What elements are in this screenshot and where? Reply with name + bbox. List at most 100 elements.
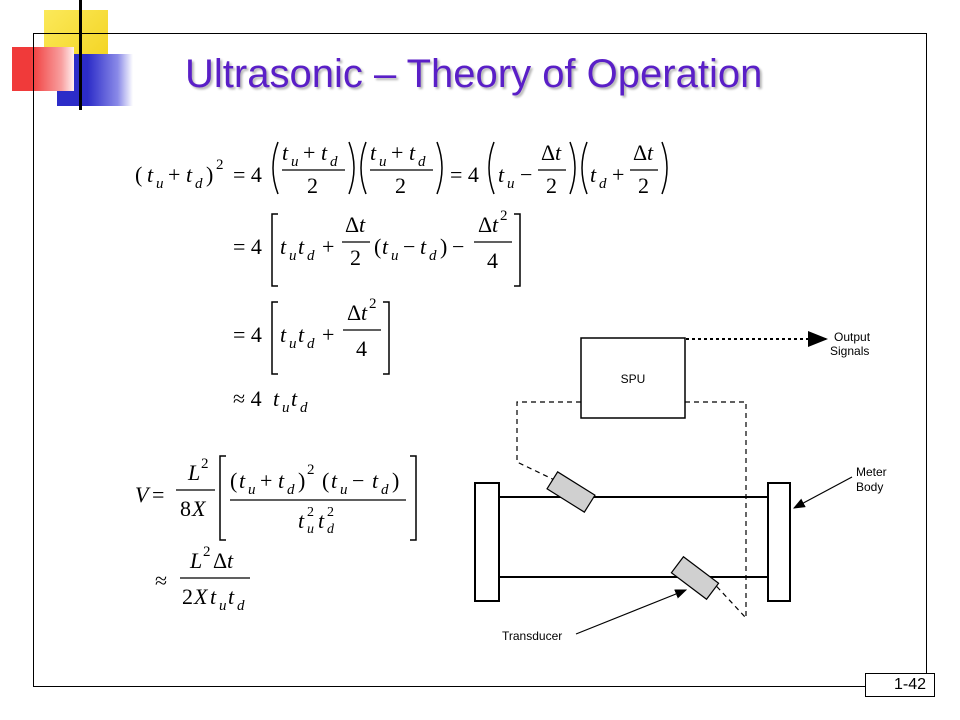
svg-text:2: 2 [201,456,209,472]
svg-text:2: 2 [307,462,315,478]
svg-text:V: V [135,482,151,507]
svg-text:): ) [206,162,213,187]
svg-text:u: u [156,176,164,192]
svg-text:t: t [420,234,427,259]
svg-text:= 4: = 4 [450,162,479,187]
svg-text:d: d [195,176,203,192]
svg-text:2: 2 [327,505,334,520]
svg-text:+: + [322,234,334,259]
svg-text:2: 2 [216,157,224,173]
svg-text:X: X [193,584,209,609]
svg-text:2: 2 [307,505,314,520]
output-label-1: Output [834,330,871,344]
svg-text:d: d [287,482,295,498]
svg-text:L: L [189,548,202,573]
svg-text:t: t [370,140,377,165]
svg-text:+: + [391,140,403,165]
svg-text:t: t [492,212,499,237]
svg-text:d: d [327,522,335,537]
svg-text:t: t [331,468,338,493]
svg-text:t: t [372,468,379,493]
transducer-label: Transducer [502,629,562,643]
svg-text:Δ: Δ [633,140,647,165]
svg-text:): ) [298,468,305,493]
svg-text:t: t [647,140,654,165]
svg-text:u: u [507,176,515,192]
svg-text:+: + [303,140,315,165]
svg-text:2: 2 [307,173,318,198]
deco-red-square [12,47,74,91]
svg-text:Δ: Δ [478,212,492,237]
svg-text:X: X [191,496,207,521]
svg-text:Δ: Δ [345,212,359,237]
svg-text:d: d [381,482,389,498]
svg-text:4: 4 [487,248,498,273]
svg-text:≈ 4: ≈ 4 [233,386,262,411]
svg-text:u: u [219,598,227,614]
svg-text:t: t [282,140,289,165]
svg-text:u: u [282,400,290,416]
svg-text:t: t [298,322,305,347]
svg-text:t: t [239,468,246,493]
svg-text:4: 4 [356,336,367,361]
svg-text:t: t [291,386,298,411]
svg-text:(: ( [322,468,329,493]
left-flange [474,482,500,602]
svg-text:d: d [300,400,308,416]
svg-text:(: ( [230,468,237,493]
svg-text:t: t [321,140,328,165]
svg-text:u: u [379,154,387,170]
svg-text:t: t [280,234,287,259]
svg-text:Δ: Δ [347,300,361,325]
right-flange [767,482,791,602]
svg-text:u: u [248,482,256,498]
svg-text:d: d [599,176,607,192]
svg-text:d: d [330,154,338,170]
output-label-2: Signals [830,344,869,358]
svg-text:= 4: = 4 [233,162,262,187]
svg-text:t: t [278,468,285,493]
svg-text:t: t [210,584,217,609]
svg-text:d: d [237,598,245,614]
svg-text:t: t [382,234,389,259]
svg-text:d: d [307,336,315,352]
svg-text:≈: ≈ [155,568,167,593]
svg-text:+: + [260,468,272,493]
meter-body-label-1: Meter [856,465,887,479]
svg-text:−: − [352,468,364,493]
slide-title: Ultrasonic – Theory of Operation [185,52,763,96]
meter-body-label-2: Body [856,480,883,494]
svg-text:t: t [590,162,597,187]
svg-text:t: t [318,508,325,533]
spu-box [580,337,686,419]
flowmeter-diagram: SPU Output Signals Meter Body Transducer [474,330,887,643]
slide-number: 1-42 [865,673,935,697]
slide-frame [33,33,927,687]
svg-text:+: + [168,162,180,187]
svg-text:(: ( [374,234,381,259]
svg-text:(: ( [135,162,142,187]
svg-text:Δ: Δ [541,140,555,165]
svg-text:): ) [392,468,399,493]
svg-text:d: d [307,248,315,264]
svg-text:+: + [322,322,334,347]
svg-text:t: t [227,548,234,573]
svg-text:d: d [418,154,426,170]
svg-text:−: − [403,234,415,259]
svg-text:u: u [307,522,314,537]
deco-vertical-line [79,0,82,110]
svg-text:u: u [291,154,299,170]
svg-text:2: 2 [638,173,649,198]
svg-text:u: u [289,248,297,264]
svg-text:=: = [152,482,164,507]
svg-text:u: u [340,482,348,498]
upstream-transducer [546,471,596,513]
svg-text:u: u [391,248,399,264]
